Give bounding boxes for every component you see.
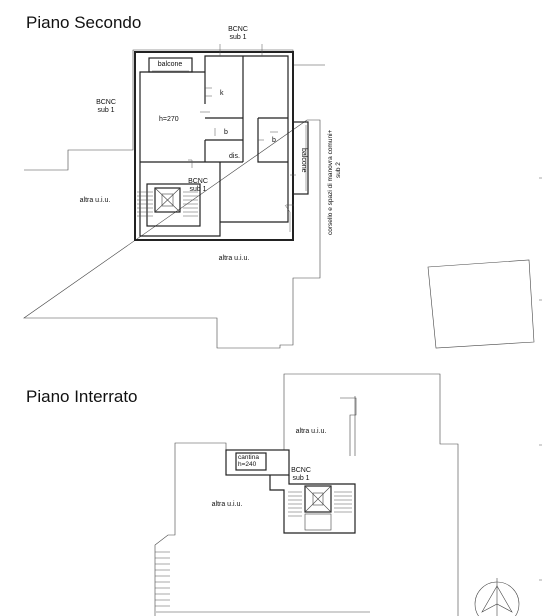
- label-height-270: h=270: [159, 116, 179, 123]
- site-outline-interrato: [154, 373, 459, 616]
- label-kitchen: k: [220, 90, 224, 97]
- bcnc-interrato-walls: [269, 475, 356, 534]
- stair-core-secondo: [146, 183, 201, 227]
- label-bcnc-left: BCNC: [96, 99, 116, 106]
- floor-piano-secondo: Piano Secondo BCNC s: [23, 13, 542, 349]
- label-altra-left-interrato: altra u.i.u.: [212, 501, 243, 508]
- neighbour-building-right: [427, 259, 535, 349]
- balcony-top: [148, 57, 193, 73]
- stair-treads-interrato: [288, 491, 352, 517]
- door-swings: [188, 44, 296, 232]
- label-bcnc-interrato: BCNC: [291, 467, 311, 474]
- floor-piano-interrato: Piano Interrato: [26, 373, 542, 616]
- label-bath-1: b: [224, 129, 228, 136]
- label-altra-left-secondo: altra u.i.u.: [80, 197, 111, 204]
- label-dis: dis.: [229, 153, 240, 160]
- label-bcnc-stair: BCNC: [188, 178, 208, 185]
- label-altra-top-interrato: altra u.i.u.: [296, 428, 327, 435]
- ramp-stair-interrato: [155, 551, 170, 607]
- north-arrow-icon: [474, 578, 520, 616]
- label-bath-2: b: [272, 137, 276, 144]
- floor-title-secondo: Piano Secondo: [26, 13, 141, 32]
- stair-treads-secondo: [137, 191, 198, 217]
- balcony-right: [292, 121, 309, 195]
- label-balcone-right: balcone: [300, 148, 307, 173]
- cantina-block: [225, 449, 290, 476]
- label-cantina: cantina: [238, 454, 259, 461]
- label-bcnc-top-sub: sub 1: [229, 34, 246, 41]
- label-balcone-top: balcone: [158, 61, 183, 68]
- elevator-shaft-secondo: [154, 187, 181, 213]
- label-common-area: corsello e spazi di manovra comuni+: [327, 129, 334, 235]
- elevator-shaft-interrato: [304, 485, 332, 513]
- label-bcnc-top: BCNC: [228, 26, 248, 33]
- label-cantina-height: h=240: [238, 461, 257, 468]
- apartment-inner-walls: [139, 55, 289, 237]
- label-common-area-sub: sub 2: [335, 162, 342, 178]
- label-bcnc-stair-sub: sub 1: [189, 186, 206, 193]
- floor-title-interrato: Piano Interrato: [26, 387, 138, 406]
- label-altra-bottom-secondo: altra u.i.u.: [219, 255, 250, 262]
- label-bcnc-interrato-sub: sub 1: [292, 475, 309, 482]
- cantina-room: [235, 452, 267, 471]
- label-bcnc-left-sub: sub 1: [97, 107, 114, 114]
- site-outline-secondo: [23, 49, 325, 349]
